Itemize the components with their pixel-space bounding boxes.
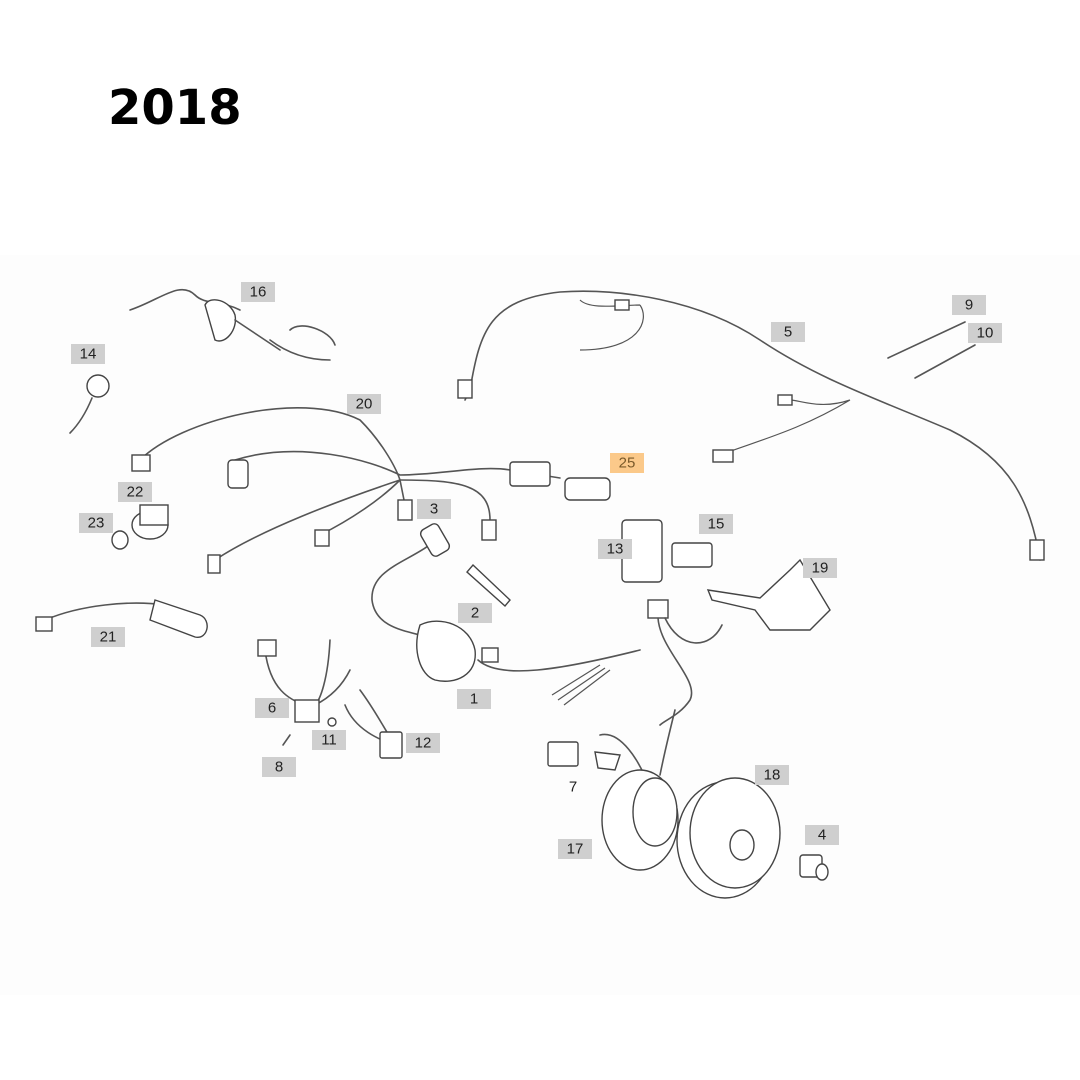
callout-5: 5 [771,322,805,342]
callout-number: 6 [268,700,276,717]
part-9-10-cable-ties [887,321,976,379]
callout-number: 13 [607,541,624,558]
callout-box [755,765,789,785]
callout-number: 22 [127,484,144,501]
callout-7: 7 [569,779,577,796]
callout-number: 16 [250,284,267,301]
callout-number: 19 [812,560,829,577]
callout-number: 11 [321,732,337,749]
callout-16: 16 [241,282,275,302]
callout-box [406,733,440,753]
callout-box [968,323,1002,343]
callout-number: 5 [784,324,792,341]
callout-box [71,344,105,364]
callout-box [79,513,113,533]
part-6-11-12-8-regulator [257,639,403,759]
callout-number: 4 [818,827,826,844]
callout-number: 25 [619,455,636,472]
part-3-2-1-ignition [371,523,641,706]
callout-2: 2 [458,603,492,623]
callout-14: 14 [71,344,105,364]
callout-12: 12 [406,733,440,753]
callout-box [699,514,733,534]
callout-box [952,295,986,315]
callout-number: 17 [567,841,584,858]
part-21-cable [35,599,208,638]
callout-1: 1 [457,689,491,709]
callout-box [803,558,837,578]
callout-11: 11 [312,730,346,750]
callout-box [458,603,492,623]
callout-number: 20 [356,396,373,413]
callout-number: 23 [88,515,105,532]
callout-21: 21 [91,627,125,647]
page-title: 2018 [108,80,242,136]
callout-25: 25 [610,453,644,473]
callout-3: 3 [417,499,451,519]
callout-number: 15 [708,516,725,533]
callout-box [771,322,805,342]
callout-box [241,282,275,302]
part-22-23-sensor [111,504,169,550]
callout-box [91,627,125,647]
callout-10: 10 [968,323,1002,343]
callout-box [417,499,451,519]
callout-box [610,453,644,473]
callout-box [347,394,381,414]
part-19-bracket [706,558,831,631]
callout-number: 12 [415,735,432,752]
callout-number: 10 [977,325,994,342]
part-18-flywheel [676,777,781,899]
callout-number: 18 [764,767,781,784]
callout-box [558,839,592,859]
callout-box [118,482,152,502]
callout-number: 2 [471,605,479,622]
callout-17: 17 [558,839,592,859]
callout-19: 19 [803,558,837,578]
callout-6: 6 [255,698,289,718]
callout-number: 9 [965,297,973,314]
callout-box [457,689,491,709]
callout-box [598,539,632,559]
part-16-switch [129,288,336,361]
callout-number: 3 [430,501,438,518]
callout-13: 13 [598,539,632,559]
callout-number: 1 [470,691,478,708]
callout-20: 20 [347,394,381,414]
callout-15: 15 [699,514,733,534]
callout-number: 8 [275,759,283,776]
part-20-harness [131,407,611,574]
callout-9: 9 [952,295,986,315]
callout-box [255,698,289,718]
callout-4: 4 [805,825,839,845]
main-harness-5 [457,290,1045,561]
callout-box [262,757,296,777]
callout-number: 7 [569,779,577,796]
callout-23: 23 [79,513,113,533]
callout-number: 21 [100,629,117,646]
part-14-button [69,374,110,434]
part-13-15-cdi [621,519,723,726]
callout-18: 18 [755,765,789,785]
callout-box [312,730,346,750]
callout-8: 8 [262,757,296,777]
callout-number: 14 [80,346,97,363]
part-4-bolt [799,854,829,881]
callout-22: 22 [118,482,152,502]
callout-box [805,825,839,845]
part-17-stator [547,709,679,871]
